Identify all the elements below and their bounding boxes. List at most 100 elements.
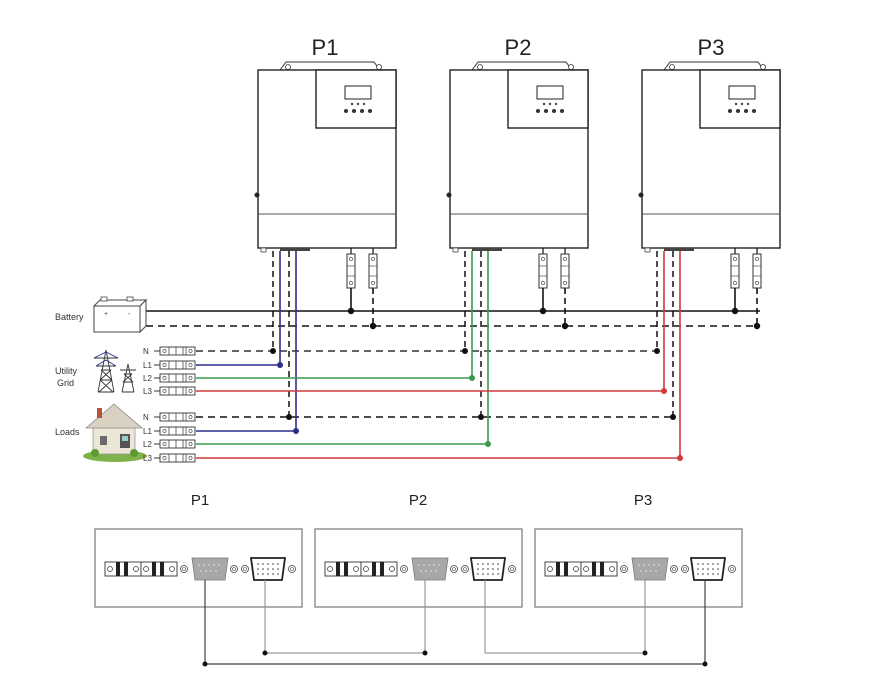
pin [487,573,489,575]
pin [487,568,489,570]
terminal-screw [188,442,193,446]
terminal-strip [472,248,502,251]
side-knob [254,192,260,198]
panel-button [728,109,732,113]
terminal-slot [160,562,164,576]
fuse-screw [371,257,375,261]
jack-screw-inner [730,567,734,571]
terminal-slot [336,562,340,576]
pin [717,568,719,570]
pin [643,564,645,566]
jack-screw-inner [290,567,294,571]
load-terminal-l2: L2 [143,439,196,449]
inverter-title-p1: P1 [312,35,339,60]
panel-button [552,109,556,113]
comm-cable-p1-p3 [204,580,706,665]
grid-terminal-l1: L1 [143,360,196,370]
terminal-label: L1 [143,427,152,436]
junction-dot [753,322,761,330]
terminal-screw [583,566,589,572]
svg-text:-: - [128,311,131,318]
fuse-screw [349,281,353,285]
pin [420,570,422,572]
pin [262,563,264,565]
terminal-screw [162,376,167,380]
comm-panel-p1 [94,528,303,608]
junction-dot [654,348,660,354]
jack-screw-inner [243,567,247,571]
panel-button [352,109,356,113]
pin [213,564,215,566]
jack-screw-inner [182,567,186,571]
junction-dot [539,307,547,315]
junction-dot [670,414,676,420]
comm-terminal-block [140,561,178,577]
terminal-screw [547,566,553,572]
terminal-screw [188,415,193,419]
pin [697,573,699,575]
indicator-led [734,102,738,106]
terminal-screw [188,349,193,353]
pin [712,563,714,565]
terminal-screw [573,566,579,572]
pin [267,573,269,575]
mount-hole [285,64,291,70]
pin [262,573,264,575]
terminal-screw [353,566,359,572]
junction-dot [347,307,355,315]
mount-hole [477,64,483,70]
junction-dot [270,348,276,354]
terminal-slot [600,562,604,576]
terminal-tab [644,247,651,253]
terminal-label: N [143,347,149,356]
terminal-screw [107,566,113,572]
terminal-screw [363,566,369,572]
terminal-screw [162,389,167,393]
db9-port-icon [191,557,229,581]
pin [653,564,655,566]
pin [487,563,489,565]
jack-screw-inner [232,567,236,571]
junction-dot [731,307,739,315]
panel-button [368,109,372,113]
pin [430,570,432,572]
terminal-screw [162,442,167,446]
house-icon [83,403,147,462]
terminal-block [159,412,196,422]
pin [640,570,642,572]
junction-dot [642,650,648,656]
grid-terminal-l2: L2 [143,373,196,383]
pin [712,573,714,575]
pin [650,570,652,572]
indicator-led [740,102,744,106]
battery-label: Battery [55,312,84,322]
pin [267,568,269,570]
panel-button [344,109,348,113]
junction-dot [422,650,428,656]
indicator-led [548,102,552,106]
terminal-label: L3 [143,387,152,396]
junction-dot [202,661,208,667]
lcd-screen [536,85,564,100]
panel-button [736,109,740,113]
junction-dot [462,348,468,354]
pin [277,568,279,570]
svg-text:+: + [104,311,108,318]
comm-panel-title-p1: P1 [191,492,209,509]
jack-screw-inner [463,567,467,571]
lcd-screen [728,85,756,100]
pin [423,564,425,566]
pin [277,573,279,575]
junction-dot [702,661,708,667]
pin [210,570,212,572]
panel-button [560,109,564,113]
junction-dot [286,414,292,420]
pin [198,564,200,566]
mount-hole [376,64,382,70]
junction-dot [369,322,377,330]
terminal-slot [152,562,156,576]
terminal-strip [280,248,310,251]
fuse-screw [733,257,737,261]
pin [267,563,269,565]
jack-screw-inner [622,567,626,571]
